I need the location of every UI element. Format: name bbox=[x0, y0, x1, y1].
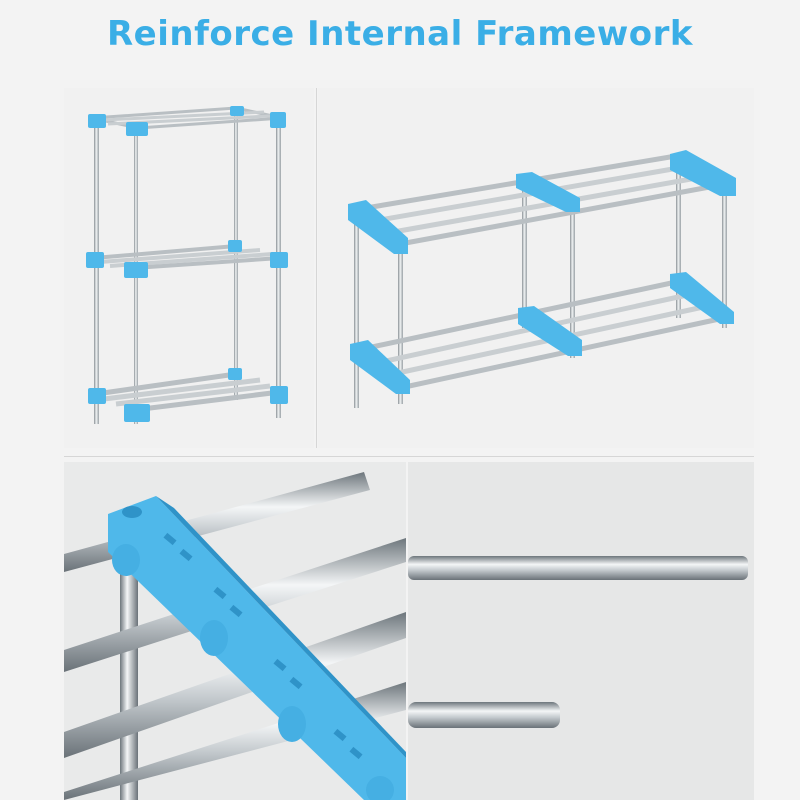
tube-closeup-photo bbox=[408, 462, 754, 800]
horizontal-divider bbox=[64, 456, 754, 457]
steel-tube bbox=[408, 556, 748, 580]
post bbox=[676, 158, 681, 318]
post bbox=[570, 198, 575, 358]
post bbox=[94, 118, 99, 424]
vertical-divider bbox=[316, 88, 317, 448]
connector-closeup-photo bbox=[64, 462, 406, 800]
shelf-bottom bbox=[95, 371, 281, 413]
tall-rack-photo bbox=[64, 88, 314, 448]
blue-connectors bbox=[86, 106, 288, 422]
blue-connectors bbox=[348, 150, 736, 394]
wide-rack-photo bbox=[318, 88, 754, 448]
post bbox=[398, 238, 403, 404]
shelf-middle bbox=[93, 244, 281, 270]
shelf-top bbox=[91, 106, 283, 130]
post bbox=[120, 562, 138, 800]
steel-tube bbox=[408, 702, 560, 728]
post bbox=[522, 178, 527, 328]
page-title: Reinforce Internal Framework bbox=[106, 14, 694, 54]
post bbox=[354, 208, 359, 408]
post bbox=[722, 178, 727, 328]
blue-connector-bar bbox=[108, 496, 406, 800]
